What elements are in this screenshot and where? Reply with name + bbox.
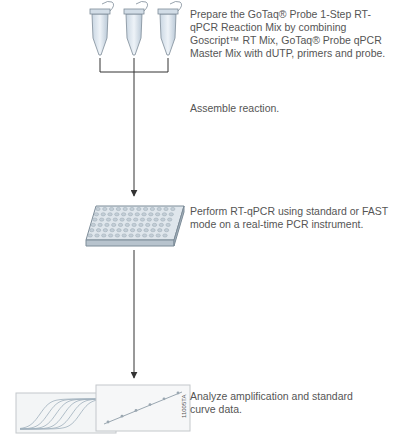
flow-arrow bbox=[134, 72, 135, 196]
step-text: Analyze amplification and standard curve… bbox=[190, 390, 360, 416]
microtube bbox=[90, 1, 114, 55]
microtube bbox=[158, 1, 182, 55]
step-text: Assemble reaction. bbox=[190, 102, 398, 115]
figure-code: 11005TA bbox=[181, 395, 188, 418]
flow-arrow bbox=[134, 250, 135, 378]
step-text: Perform RT-qPCR using standard or FAST m… bbox=[190, 205, 398, 231]
microtube bbox=[124, 1, 148, 55]
plate bbox=[86, 206, 184, 246]
merge-bracket bbox=[100, 58, 168, 72]
tube-group bbox=[90, 1, 182, 55]
standard-curve-plot bbox=[96, 385, 190, 431]
step-text: Prepare the GoTaq® Probe 1-Step RT-qPCR … bbox=[190, 8, 398, 60]
